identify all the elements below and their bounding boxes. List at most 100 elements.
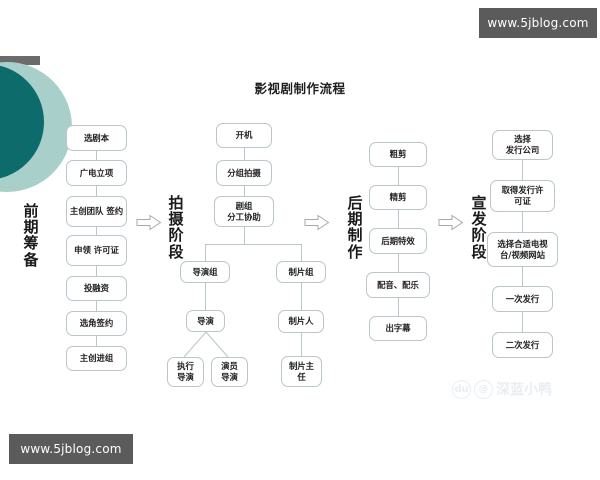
node-label: 制片组 [288,266,314,277]
node-label: 粗剪 [389,149,407,160]
connector [398,298,399,316]
baidu-paw-icon: du [452,379,471,399]
flow-node[interactable]: 主创进组 [66,346,127,371]
node-label: 二次发行 [505,339,540,350]
flow-node[interactable]: 执行 导演 [167,357,204,387]
node-label: 配音、配乐 [377,279,419,290]
stage-char: 制 [347,226,363,245]
flow-node[interactable]: 出字幕 [369,316,427,341]
connector [205,244,206,261]
stage-label-postproduction: 后 期 制 作 [346,195,364,260]
flow-node[interactable]: 选角签约 [66,311,127,336]
connector [398,167,399,185]
flow-node[interactable]: 制片组 [276,261,326,283]
stage-char: 发 [471,210,487,229]
node-label: 剧组 分工协助 [227,200,261,222]
flow-node[interactable]: 广电立项 [66,160,127,186]
node-label: 选择 发行公司 [505,134,540,155]
flow-node[interactable]: 申领 许可证 [66,235,127,266]
node-label: 制片主 任 [288,360,315,382]
stage-char: 拍 [168,194,184,212]
faint-brand-text: 深蓝小鸭 [496,382,552,398]
flow-node[interactable]: 一次发行 [492,286,553,312]
flow-node[interactable]: 剧组 分工协助 [214,196,274,227]
connector [301,244,302,261]
node-label: 投融资 [83,283,110,294]
flow-node[interactable]: 取得发行许 可证 [490,180,555,212]
connector [96,186,97,196]
node-label: 演员 导演 [221,361,238,382]
stage-char: 筹 [23,234,39,253]
stage-char: 期 [23,218,39,237]
stage-label-preproduction: 前 期 筹 备 [22,203,40,268]
flow-node[interactable]: 主创团队 签约 [66,196,127,227]
node-label: 出字幕 [385,323,411,334]
flow-node[interactable]: 选择合适电视 台/视频网站 [487,232,558,267]
node-label: 后期特效 [381,235,415,246]
stage-arrow-right-icon [136,214,162,231]
stage-char: 段 [168,242,184,261]
stage-char: 备 [23,250,39,269]
connector [522,312,523,332]
flow-node[interactable]: 粗剪 [369,142,427,167]
flow-node[interactable]: 演员 导演 [211,357,248,387]
connector [244,148,245,160]
stage-arrow-right-icon [304,214,330,231]
flow-node[interactable]: 精剪 [369,185,427,210]
flow-node[interactable]: 制片人 [278,310,324,333]
stage-char: 摄 [168,210,184,229]
connector [301,333,302,356]
stage-char: 前 [23,202,39,220]
node-label: 制片人 [288,316,314,327]
node-label: 主创进组 [79,353,114,364]
connector [96,336,97,346]
watermark-top-right: www.5jblog.com [479,8,597,38]
connector-diagonal [183,331,229,358]
faint-brand-watermark: du @ 深蓝小鸭 [452,378,598,400]
stage-char: 阶 [168,226,184,245]
node-label: 导演组 [192,266,218,277]
flow-node[interactable]: 分组拍摄 [216,160,272,186]
at-sign-icon: @ [474,379,493,399]
node-label: 分组拍摄 [227,167,261,178]
connector [205,283,206,310]
connector [205,244,301,245]
flow-node[interactable]: 制片主 任 [281,356,322,387]
stage-char: 期 [347,210,363,229]
stage-char: 宣 [471,194,487,212]
node-label: 选角签约 [79,318,114,329]
flow-node[interactable]: 导演 [186,310,225,332]
flow-node[interactable]: 开机 [216,123,272,148]
node-label: 开机 [235,130,253,141]
node-label: 一次发行 [505,293,540,304]
chart-title: 影视剧制作流程 [254,81,346,96]
connector [244,227,245,244]
node-label: 主创团队 签约 [69,206,124,217]
stage-label-distribution: 宣 发 阶 段 [470,195,488,260]
node-label: 申领 许可证 [74,245,119,256]
flow-node[interactable]: 导演组 [180,261,230,283]
node-label: 取得发行许 可证 [501,185,544,206]
flow-node[interactable]: 投融资 [66,276,127,301]
node-label: 执行 导演 [177,361,194,382]
connector [96,301,97,311]
connector [96,266,97,276]
connector [244,186,245,196]
node-label: 选择合适电视 台/视频网站 [497,238,548,260]
flow-node[interactable]: 配音、配乐 [366,272,430,298]
stage-char: 阶 [471,226,487,245]
flow-node[interactable]: 后期特效 [369,228,427,254]
watermark-bottom-left: www.5jblog.com [9,434,133,464]
connector [301,283,302,310]
connector [398,210,399,228]
stage-char: 后 [347,194,363,212]
connector [522,267,523,286]
stage-char: 段 [471,242,487,261]
flow-node[interactable]: 二次发行 [492,332,553,358]
flow-node[interactable]: 选择 发行公司 [492,130,553,160]
flow-node[interactable]: 选剧本 [66,125,127,151]
stage-arrow-right-icon [438,214,464,231]
connector [96,227,97,235]
node-label: 广电立项 [79,167,114,178]
